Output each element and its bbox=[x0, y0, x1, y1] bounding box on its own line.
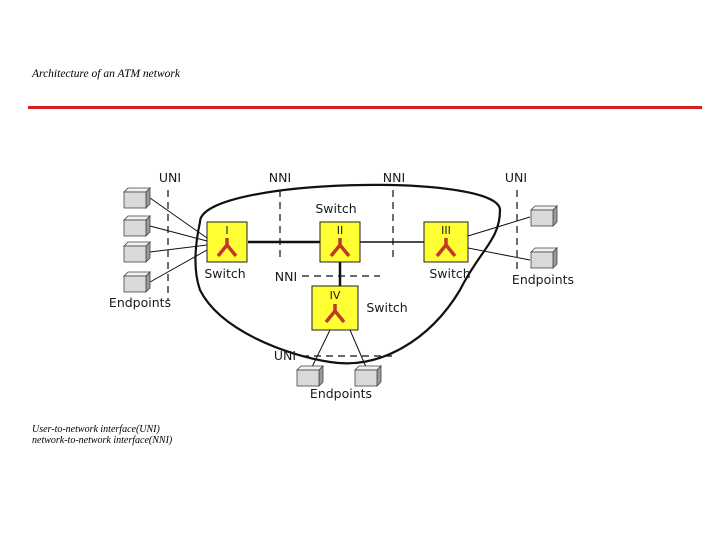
switch-caption-II: Switch bbox=[315, 201, 356, 216]
switch-II: II bbox=[319, 221, 361, 263]
switch-caption-I: Switch bbox=[204, 266, 245, 281]
switch-caption-IV: Switch bbox=[366, 300, 407, 315]
endpoint-left-2 bbox=[123, 215, 151, 237]
nni-label-lower: NNI bbox=[275, 269, 297, 284]
endpoint-left-4 bbox=[123, 271, 151, 293]
endpoints-caption-bottom: Endpoints bbox=[310, 386, 372, 401]
switch-caption-III: Switch bbox=[429, 266, 470, 281]
switch-label-II: II bbox=[337, 224, 344, 237]
endpoint-right-2 bbox=[530, 247, 558, 269]
switch-label-IV: IV bbox=[330, 289, 341, 302]
nni-label-2: NNI bbox=[383, 170, 405, 185]
switch-label-I: I bbox=[225, 224, 228, 237]
links bbox=[149, 197, 531, 368]
switch-III: III bbox=[423, 221, 469, 263]
switch-label-III: III bbox=[441, 224, 451, 237]
endpoint-left-3 bbox=[123, 241, 151, 263]
endpoints-caption-left: Endpoints bbox=[109, 295, 171, 310]
uni-label-right: UNI bbox=[505, 170, 527, 185]
endpoint-bottom-2 bbox=[354, 365, 382, 387]
uni-label-left: UNI bbox=[159, 170, 181, 185]
uni-label-lower: UNI bbox=[274, 348, 296, 363]
nni-label-1: NNI bbox=[269, 170, 291, 185]
endpoint-right-1 bbox=[530, 205, 558, 227]
caption-nni: network-to-network interface(NNI) bbox=[32, 435, 173, 446]
endpoints-caption-right: Endpoints bbox=[512, 272, 574, 287]
title-rule bbox=[28, 106, 702, 109]
caption-uni: User-to-network interface(UNI) bbox=[32, 424, 160, 435]
endpoint-left-1 bbox=[123, 187, 151, 209]
slide-title: Architecture of an ATM network bbox=[32, 68, 180, 80]
network-boundary bbox=[194, 183, 502, 365]
switch-I: I bbox=[206, 221, 248, 263]
endpoint-bottom-1 bbox=[296, 365, 324, 387]
switch-IV: IV bbox=[311, 285, 359, 331]
